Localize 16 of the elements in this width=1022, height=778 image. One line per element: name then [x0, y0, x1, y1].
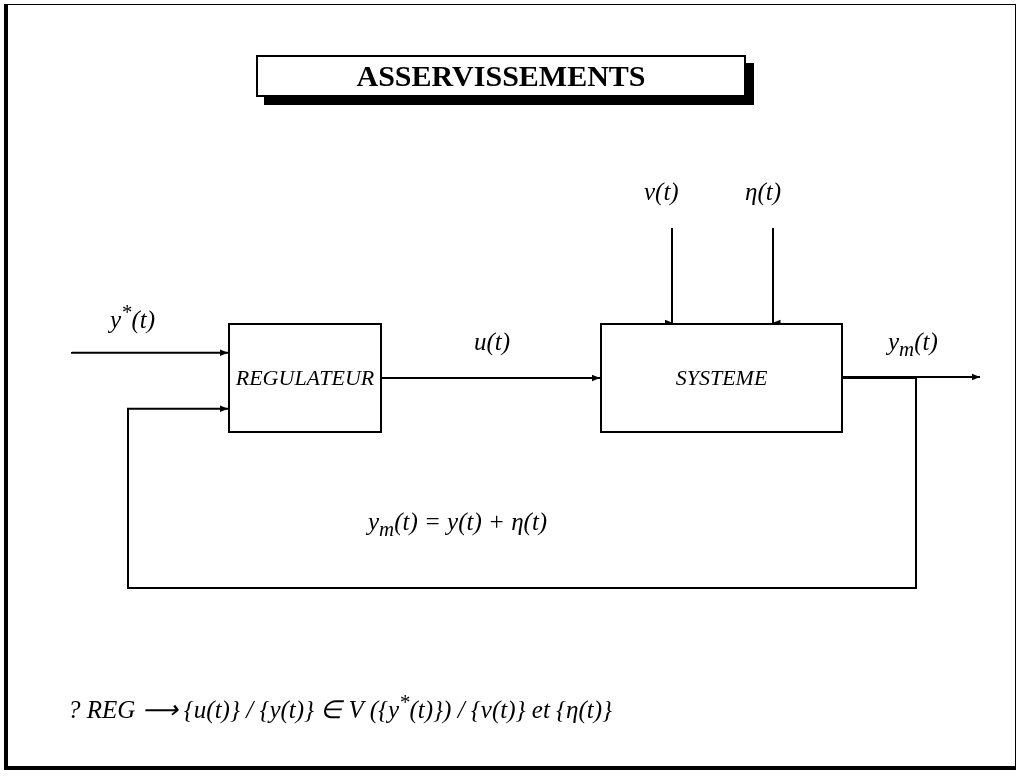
title: ASSERVISSEMENTS [256, 55, 746, 97]
block-label: REGULATEUR [235, 365, 375, 391]
signal-label: v(t) [644, 178, 679, 206]
block-box [600, 323, 843, 433]
arrow [71, 349, 229, 356]
signal-label: y$^{*}$(t) [110, 300, 156, 335]
arrow [842, 373, 981, 381]
formula: ? REG ⟶ {u(t)} / {y(t)} ∈ V ({y$^{*}$(t)}) / {v(t)} et {η(t)} [68, 690, 613, 725]
signal-label: u(t) [474, 328, 511, 356]
signal-label: η(t) [745, 178, 781, 206]
block-box [228, 323, 382, 433]
signal-label: y$_{m}$(t) [888, 328, 938, 362]
block-label: SYSTEME [675, 365, 768, 391]
arrow [127, 377, 917, 589]
arrow [381, 374, 601, 382]
equation: y$_{m}$(t) = y(t) + η(t) [368, 508, 548, 542]
